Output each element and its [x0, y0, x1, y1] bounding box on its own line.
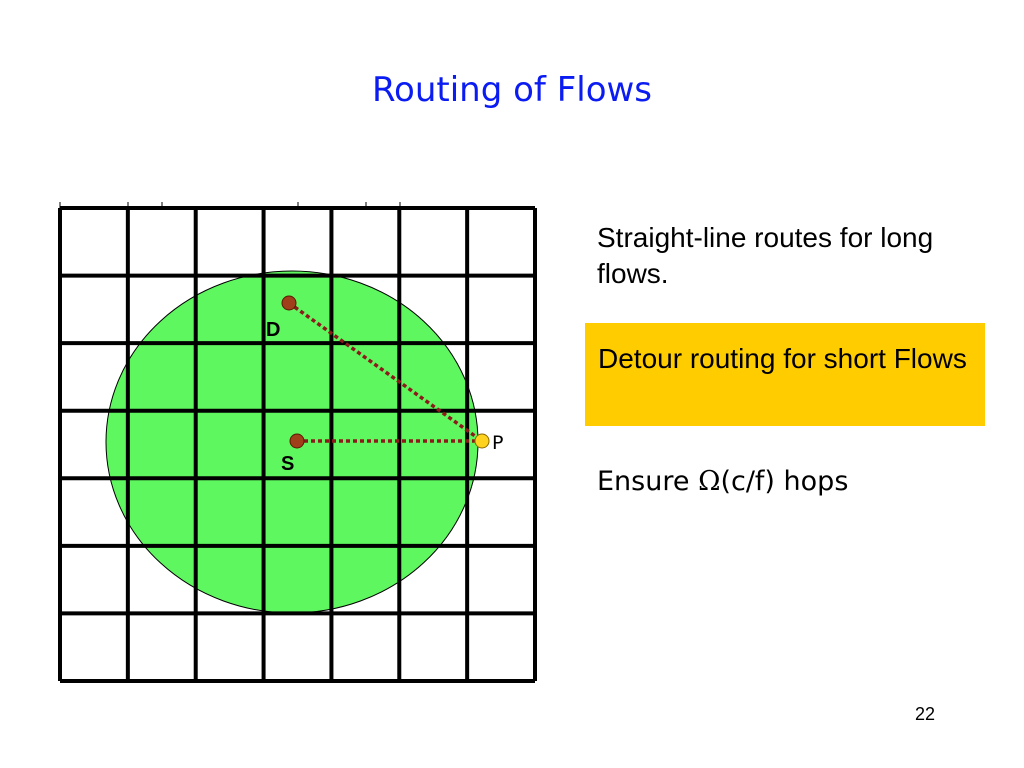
- ensure-prefix: Ensure: [597, 466, 699, 497]
- grid-diagram: D S P: [58, 202, 537, 683]
- page-number: 22: [914, 704, 936, 724]
- ensure-suffix: (c/f) hops: [720, 466, 849, 497]
- slide-title: Routing of Flows: [371, 70, 653, 110]
- grid-lines: [58, 206, 537, 683]
- bullet-straight-line: Straight-line routes for long flows.: [597, 222, 934, 289]
- omega-symbol: Ω: [698, 466, 721, 497]
- detour-label: P: [492, 432, 503, 454]
- source-label: S: [281, 453, 294, 475]
- source-node: [289, 433, 305, 449]
- bullet-detour-routing: Detour routing for short Flows: [598, 343, 967, 374]
- highlight-box: [585, 323, 985, 426]
- destination-node: [281, 295, 297, 311]
- bullet-ensure-hops: Ensure Ω(c/f) hops: [597, 464, 848, 500]
- grid-top-ticks: [59, 202, 401, 210]
- route-d-to-p: [287, 301, 484, 443]
- destination-label: D: [266, 319, 280, 341]
- detour-node: [474, 433, 490, 449]
